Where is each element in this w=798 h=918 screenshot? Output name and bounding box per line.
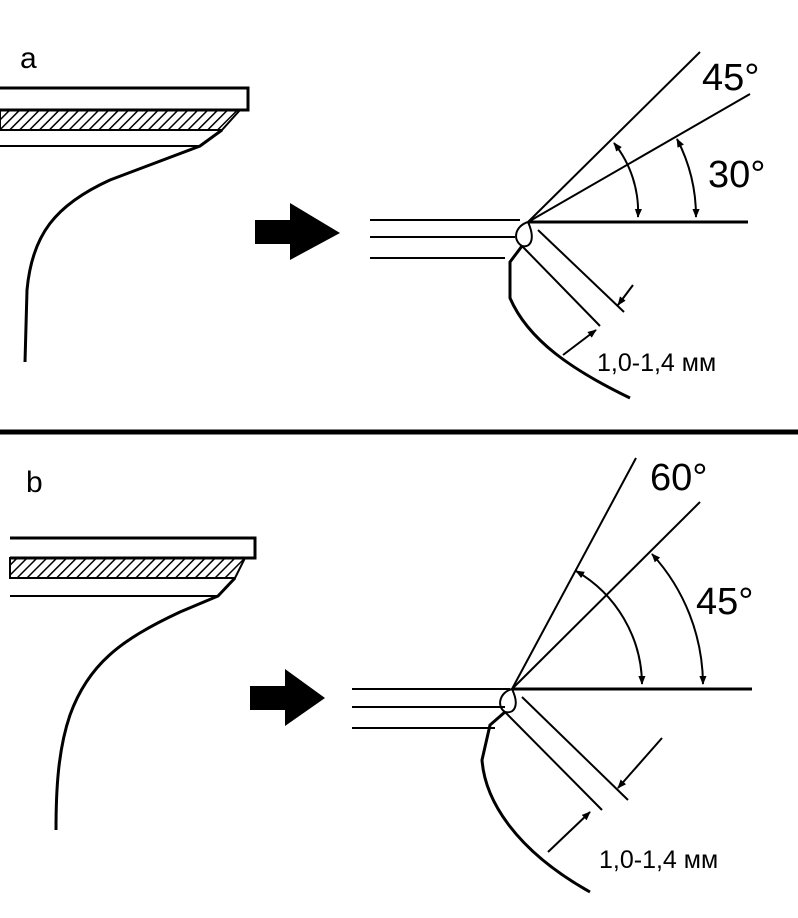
panel-a: a 45° 30° 1	[0, 42, 765, 400]
panel-a-inner-angle-label: 30°	[708, 154, 765, 196]
panel-a-seat-detail	[370, 51, 751, 400]
panel-b-valve-head	[9, 536, 257, 831]
panel-a-outer-angle-label: 45°	[702, 57, 759, 99]
panel-b-inner-angle-label: 45°	[696, 581, 753, 623]
panel-a-measurement-label: 1,0-1,4 мм	[597, 349, 716, 377]
panel-b-outer-angle-label: 60°	[650, 457, 707, 499]
panel-a-label: a	[20, 42, 37, 75]
panel-b-seat-detail	[352, 457, 752, 894]
panel-a-direction-arrow	[255, 203, 340, 260]
panel-b-direction-arrow	[250, 669, 325, 726]
panel-b-measurement-label: 1,0-1,4 мм	[599, 846, 718, 874]
panel-b: b 60° 45° 1,0-1,4 мм	[9, 457, 753, 894]
panel-b-label: b	[26, 466, 43, 499]
panel-a-valve-head	[0, 86, 250, 363]
